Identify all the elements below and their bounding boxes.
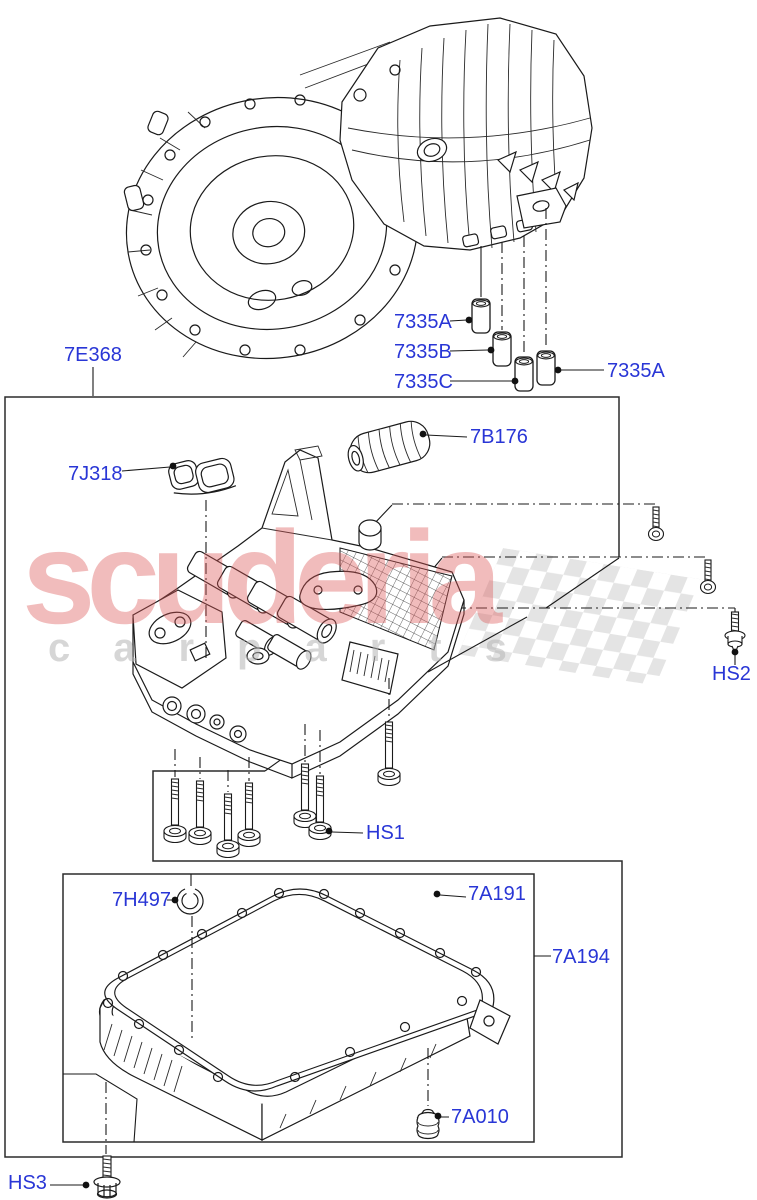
checkered-flag-watermark xyxy=(457,548,701,686)
screw-top-right xyxy=(647,506,665,542)
seal-7h497 xyxy=(176,888,204,915)
transmission-drawing xyxy=(123,17,593,360)
solenoids xyxy=(186,550,337,670)
part-label-7j318[interactable]: 7J318 xyxy=(68,463,123,485)
screw-hs2 xyxy=(724,611,746,654)
boot-7b176 xyxy=(347,420,431,474)
part-label-hs1[interactable]: HS1 xyxy=(366,822,405,844)
oil-pan-group-box xyxy=(62,873,535,1143)
part-label-7335a-right[interactable]: 7335A xyxy=(607,360,665,382)
pin-7335c xyxy=(514,356,534,392)
bolt-hs3 xyxy=(93,1155,121,1199)
part-label-7a194[interactable]: 7A194 xyxy=(552,946,610,968)
oil-pan-drawing xyxy=(98,874,511,1141)
valve-body-bolt xyxy=(163,778,187,844)
valve-body-drawing xyxy=(132,445,465,779)
gasket-7a191 xyxy=(102,887,511,1092)
part-label-7335a-top[interactable]: 7335A xyxy=(394,311,452,333)
gear-case xyxy=(339,17,593,251)
valve-body-bolt xyxy=(216,793,240,859)
part-label-7335c[interactable]: 7335C xyxy=(394,371,453,393)
part-label-7a010[interactable]: 7A010 xyxy=(451,1106,509,1128)
pin-7335a-1 xyxy=(471,298,491,334)
drain-plug-7a010 xyxy=(416,1108,440,1140)
part-label-7e368[interactable]: 7E368 xyxy=(64,344,122,366)
part-label-hs3[interactable]: HS3 xyxy=(8,1172,47,1194)
pin-7335a-2 xyxy=(536,350,556,386)
part-label-hs2[interactable]: HS2 xyxy=(712,663,751,685)
part-label-7a191[interactable]: 7A191 xyxy=(468,883,526,905)
valve-body-bolt xyxy=(188,780,212,846)
valve-body-bolt xyxy=(377,721,401,787)
valve-body-bolt xyxy=(293,763,317,829)
leader-lines xyxy=(50,316,739,1189)
part-label-7h497[interactable]: 7H497 xyxy=(112,889,171,911)
screw-mid-right xyxy=(699,559,717,595)
part-label-7335b[interactable]: 7335B xyxy=(394,341,452,363)
valve-body-bolt xyxy=(237,782,261,848)
pin-7335b xyxy=(492,331,512,367)
part-label-7b176[interactable]: 7B176 xyxy=(470,426,528,448)
sensor-7j318 xyxy=(168,457,237,495)
valve-body-group-box xyxy=(4,396,623,1158)
